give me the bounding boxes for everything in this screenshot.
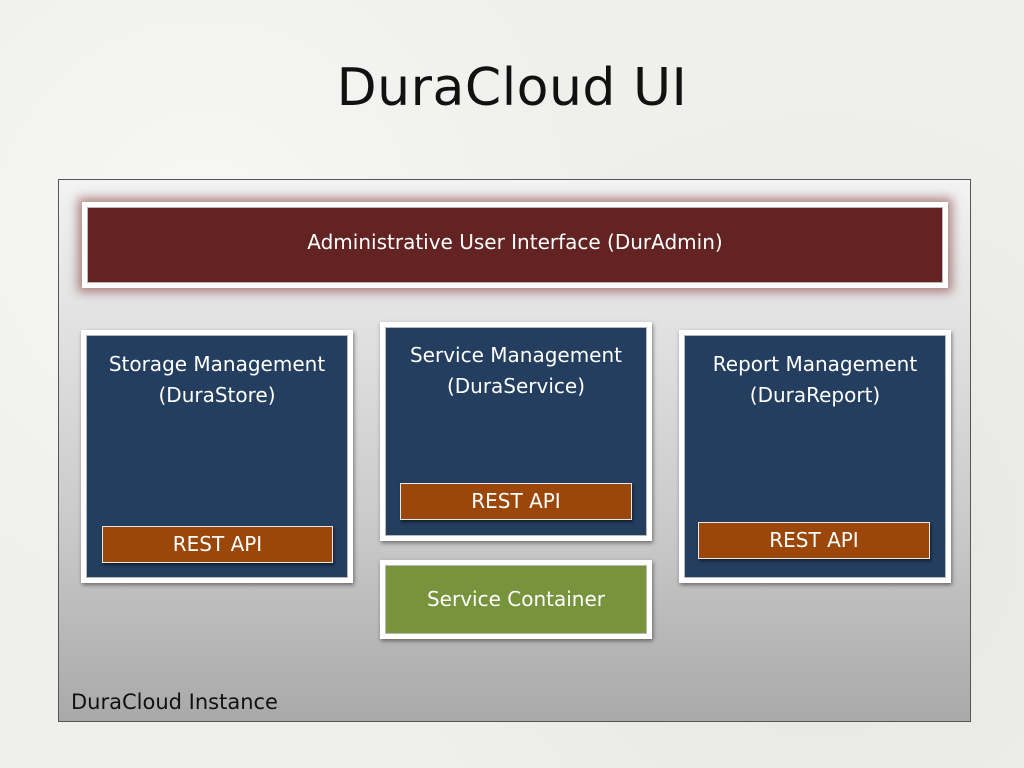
admin-interface-panel	[87, 207, 943, 283]
slide-title: DuraCloud UI	[336, 58, 688, 118]
report-management-box: Report Management (DuraReport) REST API	[679, 330, 951, 583]
report-management-subtitle: (DuraReport)	[749, 383, 881, 407]
admin-interface-label: Administrative User Interface (DurAdmin)	[307, 230, 723, 254]
report-rest-api: REST API	[698, 522, 930, 559]
report-management-title: Report Management	[712, 352, 918, 376]
service-container-panel	[385, 565, 647, 634]
service-container-label: Service Container	[426, 587, 605, 611]
storage-rest-api: REST API	[102, 526, 333, 563]
service-management-subtitle: (DuraService)	[446, 374, 586, 398]
storage-management-title: Storage Management	[108, 352, 326, 376]
admin-interface-box: Administrative User Interface (DurAdmin)	[82, 202, 948, 288]
service-rest-api: REST API	[400, 483, 632, 520]
instance-label: DuraCloud Instance	[71, 690, 278, 714]
storage-management-subtitle: (DuraStore)	[158, 383, 276, 407]
service-container-box: Service Container	[380, 560, 652, 639]
service-management-title: Service Management	[409, 343, 623, 367]
service-management-box: Service Management (DuraService) REST AP…	[380, 322, 652, 541]
storage-management-box: Storage Management (DuraStore) REST API	[81, 330, 353, 583]
